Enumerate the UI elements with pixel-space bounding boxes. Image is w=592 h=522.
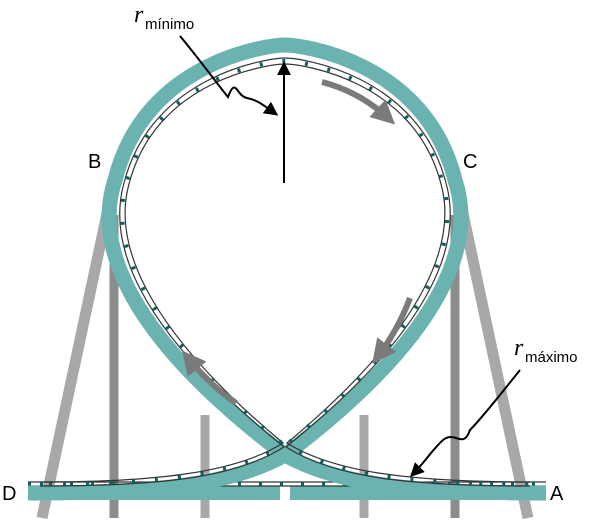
label-r-min: r — [134, 2, 144, 28]
label-r-min-subscript: mínimo — [145, 16, 194, 33]
direction-arrow-left-lower — [181, 350, 238, 406]
label-r-max-subscript: máximo — [525, 349, 578, 366]
label-point-a: A — [550, 483, 564, 505]
direction-arrow-top-right — [321, 79, 396, 125]
label-point-c: C — [463, 151, 477, 173]
support-strut-left — [36, 188, 118, 520]
label-point-b: B — [88, 151, 101, 173]
r-max-pointer-arrow — [410, 369, 521, 477]
r-min-pointer-arrow — [179, 35, 279, 116]
loop-track — [27, 37, 547, 501]
label-r-max: r — [514, 335, 524, 361]
direction-arrow-right-lower — [372, 296, 413, 364]
direction-arrows — [181, 79, 413, 406]
label-point-d: D — [2, 483, 16, 505]
support-strut-right — [452, 188, 534, 520]
